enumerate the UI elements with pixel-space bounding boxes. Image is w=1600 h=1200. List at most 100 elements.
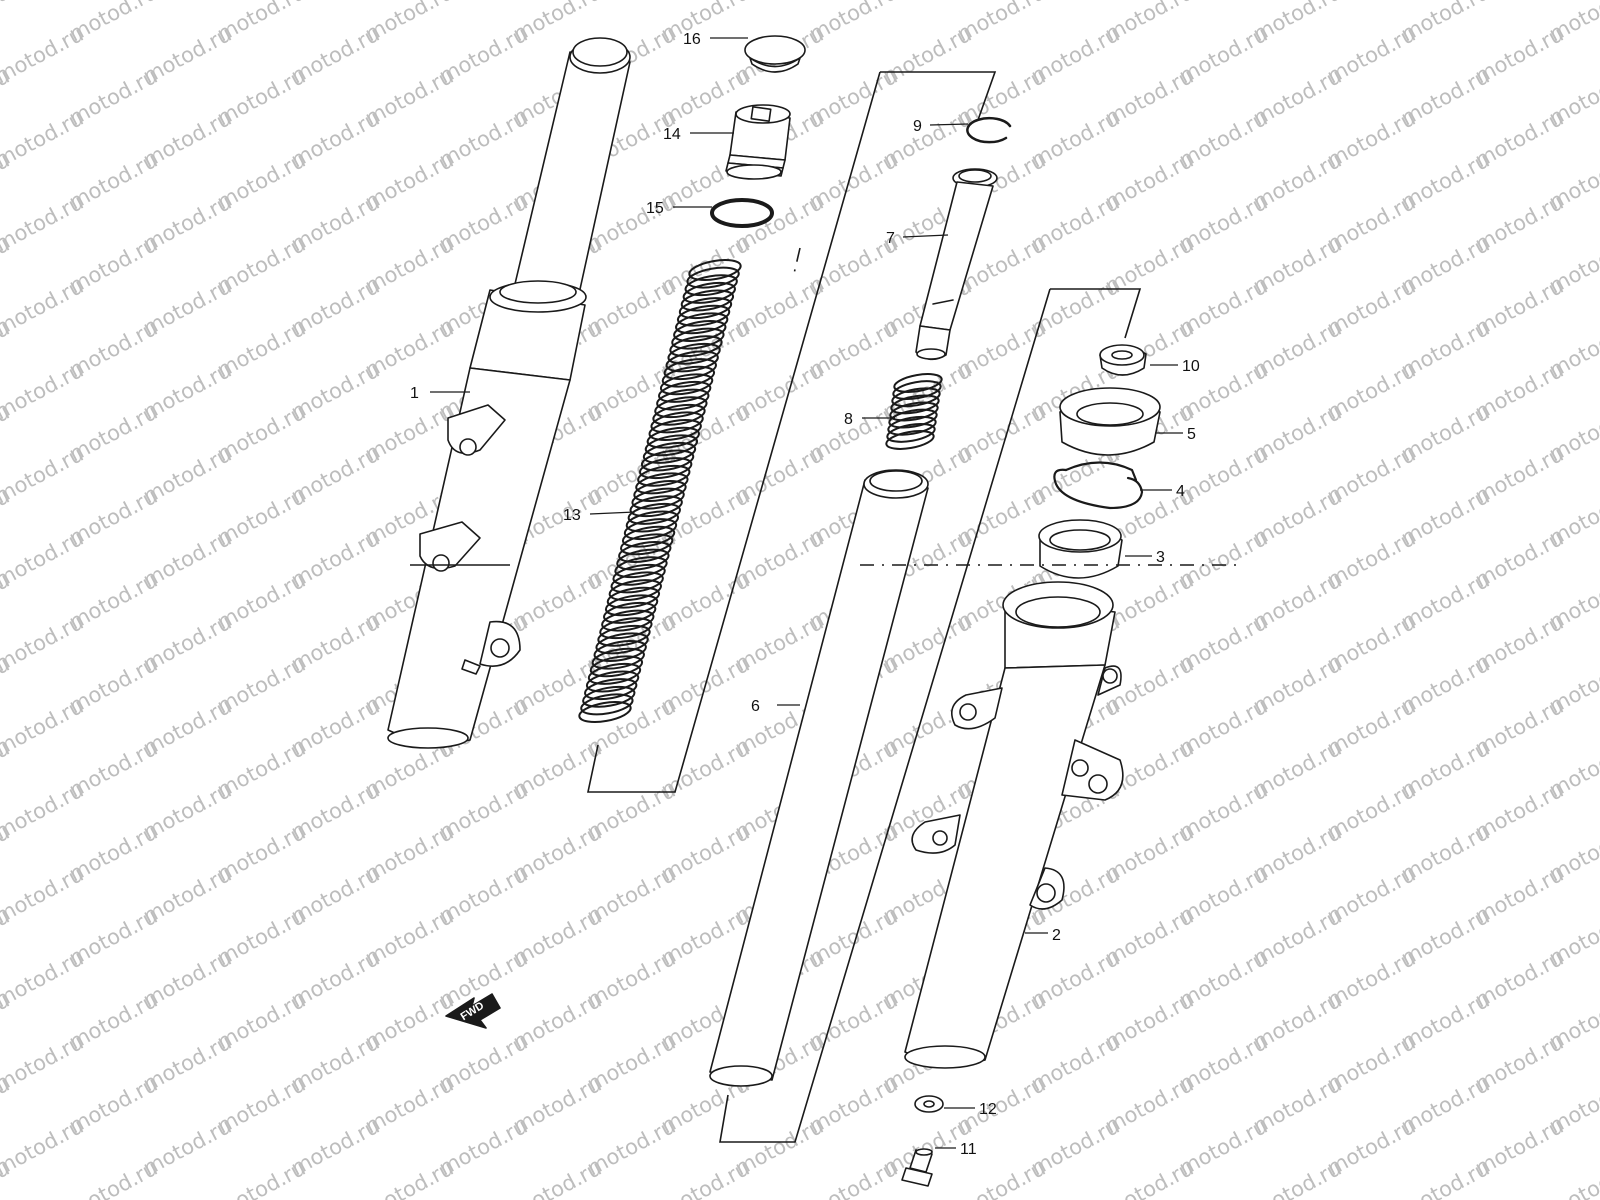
damper-rod (915, 168, 998, 361)
callout-10: 10 (1182, 358, 1200, 375)
spring-coil (678, 297, 733, 320)
spring-coil (635, 472, 689, 495)
dust-seal (1059, 387, 1161, 456)
spring-coil (631, 487, 685, 510)
spring-coil (627, 502, 681, 525)
spring-coil (673, 320, 727, 342)
watermark-text: motod.ru (0, 610, 87, 676)
spring-coil (621, 525, 676, 548)
watermark-text: motod.ru (0, 274, 87, 340)
spring-coil (642, 441, 697, 464)
cap (744, 35, 806, 73)
watermark-text: motod.ru (0, 862, 87, 928)
watermark-text: motod.ru (0, 0, 13, 46)
spring-coil (629, 495, 683, 518)
spring-coil (891, 387, 941, 408)
spring-coil (606, 586, 661, 609)
callout-9: 9 (913, 118, 922, 135)
watermark-text: motod.ru (0, 1114, 87, 1180)
callout-14: 14 (663, 126, 681, 143)
fork-bolt (725, 104, 791, 180)
washer (914, 1095, 944, 1113)
watermark-text: motod.ru (805, 1156, 901, 1200)
callout-5: 5 (1187, 426, 1196, 443)
watermark-text: motod.ru (213, 1156, 309, 1200)
callout-16: 16 (683, 31, 701, 48)
spring-coil (680, 289, 735, 312)
complete-fork-leg (387, 37, 631, 749)
watermark-text: motod.ru (65, 1156, 161, 1200)
spring-coil (665, 350, 719, 373)
callout-7: 7 (886, 230, 895, 247)
spring-coil (663, 358, 717, 381)
callout-13: 13 (563, 507, 581, 524)
watermark-text: motod.ru (953, 1156, 1049, 1200)
spring-coil (593, 640, 647, 662)
spring-coil (599, 617, 653, 640)
spring-coil (584, 678, 638, 701)
spring-coil (640, 449, 695, 472)
spring-coil (650, 411, 704, 434)
fwd-arrow-icon (445, 993, 501, 1029)
spring-coil (656, 388, 710, 411)
callout-leaders (430, 37, 1183, 1149)
spring-coil (597, 624, 651, 647)
spring-coil (610, 571, 664, 594)
spring-coil (667, 342, 721, 365)
watermark-text: motod.ru (657, 1156, 753, 1200)
drain-bolt (901, 1148, 933, 1187)
spring-coil (890, 394, 940, 415)
oil-seal (1038, 519, 1123, 579)
callout-8: 8 (844, 411, 853, 428)
watermark-text: motod.ru (1249, 1156, 1345, 1200)
spring-coil (661, 365, 716, 388)
spring-coil (887, 415, 937, 436)
callout-4: 4 (1176, 483, 1185, 500)
spring-coil (608, 579, 662, 602)
spring-coil (676, 304, 731, 327)
watermark-text: motod.ru (0, 442, 87, 508)
spring-coil (591, 647, 645, 670)
bracket-lines (410, 71, 1240, 1143)
spring-coil (684, 274, 738, 297)
spring-coil (625, 510, 680, 533)
inner-fork-tube (709, 469, 929, 1087)
spring-coil (623, 518, 678, 541)
watermark-text: motod.ru (0, 190, 87, 256)
fork-spring (578, 259, 742, 723)
callout-12: 12 (979, 1101, 997, 1118)
watermark-text: motod.ru (0, 358, 87, 424)
callout-15: 15 (646, 200, 664, 217)
o-ring (710, 198, 774, 228)
spring-coil (669, 335, 723, 358)
watermark-text: motod.ru (1545, 1156, 1600, 1200)
spring-coil (601, 609, 655, 632)
spring-coil (675, 312, 729, 335)
watermark-text: motod.ru (0, 946, 87, 1012)
spring-coil (582, 685, 636, 708)
watermark-text: motod.ru (0, 778, 87, 844)
watermark-text: motod.ru (0, 526, 87, 592)
callout-3: 3 (1156, 549, 1165, 566)
callout-2: 2 (1052, 927, 1061, 944)
callout-6: 6 (751, 698, 760, 715)
spring-coil (886, 422, 936, 443)
spring-coil (682, 281, 736, 304)
spring-coil (580, 693, 634, 716)
spring-coil (654, 396, 708, 419)
watermark-text: motod.ru (0, 694, 87, 760)
rebound-spring (885, 373, 943, 450)
watermark-text: motod.ru (0, 106, 87, 172)
spring-coil (644, 434, 699, 457)
spring-coil (648, 419, 702, 441)
spring-coil (671, 327, 725, 350)
spring-coil (633, 480, 687, 502)
spring-coil (686, 266, 740, 289)
spring-coil (659, 373, 714, 396)
spring-coil (603, 601, 657, 624)
spring-coil (578, 701, 632, 723)
spring-coil (616, 548, 670, 571)
stopper-ring (1053, 461, 1144, 510)
